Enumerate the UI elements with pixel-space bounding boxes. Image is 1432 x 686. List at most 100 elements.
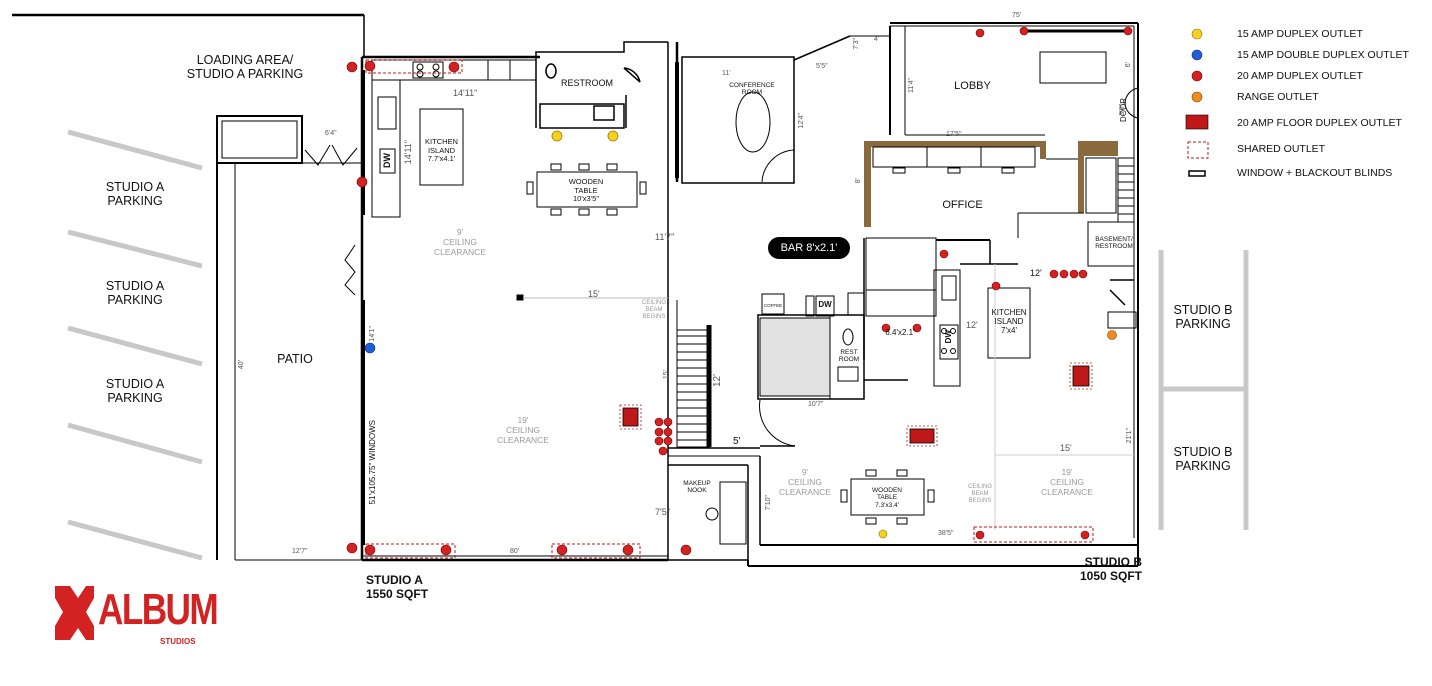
ceiling-19-a-line1: 19' (517, 415, 529, 425)
ceiling-9-a-line3: CLEARANCE (434, 246, 486, 257)
loading-area-line (12, 13, 365, 58)
outlet-range (1107, 330, 1117, 340)
dim-12-stairs-text: 12' (712, 374, 723, 388)
ceiling-9-b-line3: CLEARANCE (779, 486, 831, 497)
wooden-table-b-line1: WOODEN (872, 487, 902, 494)
dim-12-7: 12'7" (292, 548, 308, 555)
legend-item-range: RANGE OUTLET (1237, 91, 1319, 103)
basement-restroom-label: BASEMENT/ RESTROOM (1088, 236, 1140, 251)
studio-b-total-line1: STUDIO B (1084, 555, 1142, 569)
wooden-table-a-label: WOODEN TABLE 10'x3'5" (553, 177, 619, 204)
studio-b-parking-2: STUDIO B PARKING (1160, 445, 1246, 474)
center-stairs (676, 300, 712, 448)
windows-a (361, 62, 679, 545)
ceiling-19-a: 19' CEILING CLEARANCE (483, 415, 563, 445)
ceiling-lines-b (994, 264, 1134, 530)
wooden-table-a-line2: TABLE (574, 185, 598, 195)
dim-21-1-text: 21'1" (1126, 428, 1133, 444)
album-logo (55, 586, 94, 640)
kitchen-island-b-line3: 7'x4' (1001, 326, 1017, 336)
dim-17-5: 17'5" (946, 131, 962, 138)
bar-label: BAR 8'x2.1' (768, 237, 850, 259)
dim-38-5: 38'5" (938, 530, 954, 537)
dim-11-4-text: 11'4" (908, 78, 915, 93)
basement-stairs (1085, 157, 1135, 267)
outlet-double-duplex (364, 342, 376, 354)
ceiling-beam-a-label: CEILING BEAM BEGINS (636, 300, 672, 321)
dw-text-c: DW (944, 330, 954, 344)
studio-a-total-line2: 1550 SQFT (366, 586, 429, 601)
ceiling-19-a-line2: CEILING (505, 424, 540, 435)
wooden-table-b-line2: TABLE (876, 494, 898, 502)
legend-item-20amp: 20 AMP DUPLEX OUTLET (1237, 70, 1363, 82)
dim-15-v-text: 15' (663, 370, 670, 380)
dim-5-5: 5'5" (816, 63, 828, 70)
studio-a-parking-line2: PARKING (107, 391, 163, 406)
kitchen-island-a-line2: ISLAND (427, 145, 456, 155)
studio-b-parking-line2: PARKING (1175, 317, 1231, 332)
dim-4: 4' (874, 36, 880, 43)
dim-14-1-text: 14'1" (369, 326, 376, 342)
ceiling-19-b: 19' CEILING CLEARANCE (1027, 467, 1107, 497)
studio-a-walls (360, 42, 679, 562)
restroom-label: RESTROOM (560, 78, 613, 88)
studio-b-parking-1: STUDIO B PARKING (1160, 303, 1246, 332)
dim-11-7: 11'7" (655, 232, 675, 242)
patio-walls (216, 115, 362, 561)
ceiling-beam-b-label: CEILING BEAM BEGINS (962, 484, 998, 505)
ceiling-9-b: 9' CEILING CLEARANCE (765, 467, 845, 497)
rest-room-label: REST ROOM (834, 349, 864, 364)
ceiling-beam-a-line1: CEILING (641, 300, 666, 306)
ceiling-beam-b-line3: BEGINS (968, 497, 992, 504)
album-logo-sub: STUDIOS (160, 637, 196, 646)
makeup-nook-line2: NOOK (687, 487, 707, 495)
dim-75: 75' (1012, 12, 1022, 19)
loading-area-line2: STUDIO A PARKING (186, 67, 304, 82)
basement-restroom-line1: BASEMENT/ (1095, 236, 1133, 243)
ceiling-9-a-line1: 9' (456, 227, 464, 237)
dim-14-1: 14'1" (369, 326, 376, 344)
makeup-nook (668, 447, 760, 561)
dim-11: 11' (722, 70, 731, 77)
loading-area-label: LOADING AREA/ STUDIO A PARKING (170, 53, 320, 82)
kitchen-b-counters (847, 237, 1031, 387)
dim-40: 40' (238, 360, 245, 371)
loading-area-line1: LOADING AREA/ (196, 53, 294, 67)
studio-a-parking-3: STUDIO A PARKING (90, 377, 180, 406)
wooden-table-b-label: WOODEN TABLE 7.3'x3.4' (856, 487, 918, 509)
dim-10-7: 10'7" (808, 401, 824, 408)
studio-b-total: STUDIO B 1050 SQFT (1062, 555, 1142, 584)
wooden-table-a-line3: 10'x3'5" (573, 194, 599, 204)
kitchen-island-b-line1: KITCHEN (991, 308, 1027, 317)
ceiling-19-b-line1: 19' (1061, 467, 1073, 477)
office-desks (872, 146, 1084, 238)
ceiling-9-b-line2: CEILING (787, 476, 822, 487)
outlets-15amp (551, 130, 888, 539)
studio-a-parking-line1: STUDIO A (105, 180, 165, 194)
lobby-label: LOBBY (954, 80, 991, 92)
coffee-label: COFFEE (763, 303, 783, 308)
studio-a-parking-line2: PARKING (107, 194, 163, 209)
dw-label-b: DW (818, 300, 832, 309)
kitchen-island-a-label: KITCHEN ISLAND 7.7'x4.1' (420, 137, 463, 164)
studio-b-parking-line1: STUDIO B (1173, 303, 1233, 317)
ceiling-beam-a-line3: BEGINS (642, 313, 666, 320)
dim-14-11-v-text: 14'11" (403, 140, 413, 165)
legend-item-window: WINDOW + BLACKOUT BLINDS (1237, 167, 1393, 179)
ceiling-19-b-line3: CLEARANCE (1041, 486, 1093, 497)
makeup-nook-label: MAKEUP NOOK (672, 480, 722, 495)
dim-12-b: 12' (1030, 268, 1042, 278)
conference-room-line1: CONFERENCE (729, 82, 775, 89)
dim-21-1: 21'1" (1126, 428, 1133, 446)
album-logo-text: ALBUM (98, 585, 219, 634)
studio-a-parking-line1: STUDIO A (105, 279, 165, 293)
ceiling-beam-b-line2: BEAM (971, 490, 989, 497)
ceiling-19-b-line2: CEILING (1049, 476, 1084, 487)
floor-outlets (622, 365, 1090, 444)
dim-12-4: 12'4" (798, 113, 805, 131)
restroom-a (535, 41, 668, 129)
wooden-table-a (526, 163, 647, 216)
studio-a-parking-line2: PARKING (107, 293, 163, 308)
dim-15-b: 15' (1060, 443, 1072, 453)
